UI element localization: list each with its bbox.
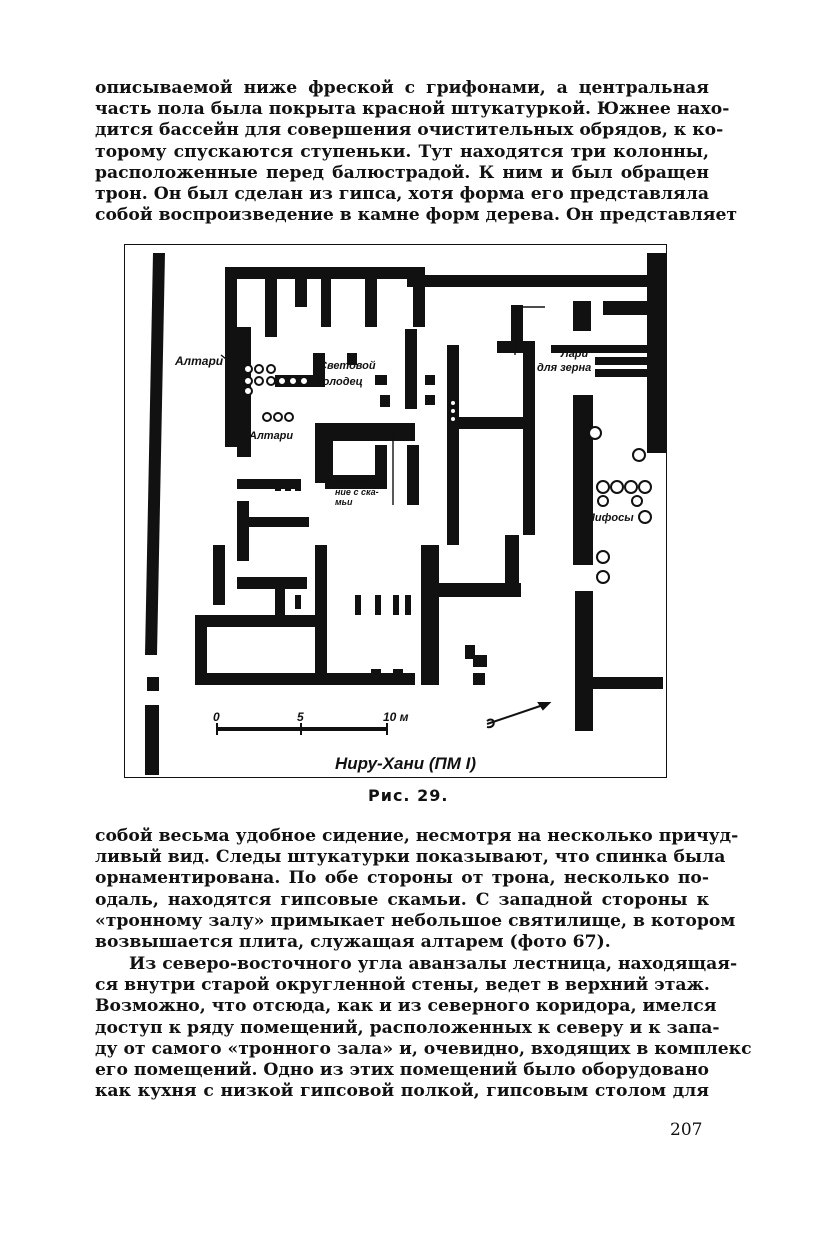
- plan-circles: [243, 364, 652, 584]
- scale-five: 5: [297, 710, 304, 724]
- text-line: как кухня с низкой гипсовой полкой, гипс…: [95, 1081, 709, 1102]
- text-line: Из северо-восточного угла аванзалы лестн…: [129, 954, 738, 974]
- text-line: трон. Он был сделан из гипса, хотя форма…: [95, 184, 709, 205]
- text-line: одаль, находятся гипсовые скамьи. С запа…: [95, 889, 709, 910]
- text-line: собой весьма удобное сидение, несмотря н…: [95, 826, 739, 846]
- text-line: ду от самого «тронного зала» и, очевидно…: [95, 1038, 752, 1059]
- text-line: Возможно, что отсюда, как и из северного…: [95, 996, 717, 1017]
- paragraph-2: собой весьма удобное сидение, несмотря н…: [95, 826, 739, 953]
- text-line: расположенные перед балюстрадой. К ним и…: [95, 162, 709, 183]
- text-line: возвышается плита, служащая алтарем (фот…: [95, 932, 611, 953]
- label-altars-mid: Алтари: [248, 430, 293, 442]
- page-number: 207: [670, 1120, 703, 1140]
- scale-ten: 10 м: [383, 710, 409, 724]
- text-line: его помещений. Одно из этих помещений бы…: [95, 1060, 709, 1081]
- text-line: доступ к ряду помещений, расположенных к…: [95, 1017, 720, 1038]
- label-bins-2: для зерна: [537, 362, 591, 374]
- text-line: «тронному залу» примыкает небольшое свят…: [95, 910, 736, 931]
- plan-thin-lines: [220, 305, 545, 505]
- label-pithoi: Пифосы: [587, 512, 634, 524]
- text-line: торому спускаются ступеньки. Тут находят…: [95, 141, 709, 162]
- scale-zero: 0: [213, 710, 220, 724]
- text-line: орнаментирована. По обе стороны от трона…: [95, 868, 709, 889]
- text-line: ливый вид. Следы штукатурки показывают, …: [95, 847, 726, 868]
- label-altars-top: Алтари: [174, 354, 224, 368]
- text-line: дится бассейн для совершения очистительн…: [95, 120, 724, 141]
- label-room-2: ние с ска-: [335, 487, 379, 497]
- label-light-well-1: Световой: [319, 360, 376, 372]
- scale-bar: 0 5 10 м: [213, 710, 409, 735]
- text-line: часть пола была покрыта красной штукатур…: [95, 99, 730, 120]
- label-room-1: помеще-: [331, 477, 370, 487]
- paragraph-3: Из северо-восточного угла аванзалы лестн…: [95, 954, 752, 1102]
- figure-title: Ниру-Хани (ПМ I): [335, 754, 476, 773]
- text-line: описываемой ниже фреской с грифонами, а …: [95, 78, 709, 98]
- label-light-well-2: колодец: [317, 376, 363, 388]
- floor-plan-figure: Алтари Световой колодец Алтари помеще- н…: [124, 244, 667, 778]
- figure-caption: Рис. 29.: [368, 786, 449, 805]
- north-arrow-icon: [486, 702, 552, 729]
- label-room-3: мьи: [335, 497, 353, 507]
- paragraph-1: описываемой ниже фреской с грифонами, а …: [95, 78, 738, 226]
- text-line: собой воспроизведение в камне форм дерев…: [95, 205, 738, 226]
- floor-plan-drawing: Алтари Световой колодец Алтари помеще- н…: [145, 253, 666, 775]
- text-line: ся внутри старой округленной стены, веде…: [95, 975, 710, 996]
- label-bins-1: Лари: [560, 348, 589, 360]
